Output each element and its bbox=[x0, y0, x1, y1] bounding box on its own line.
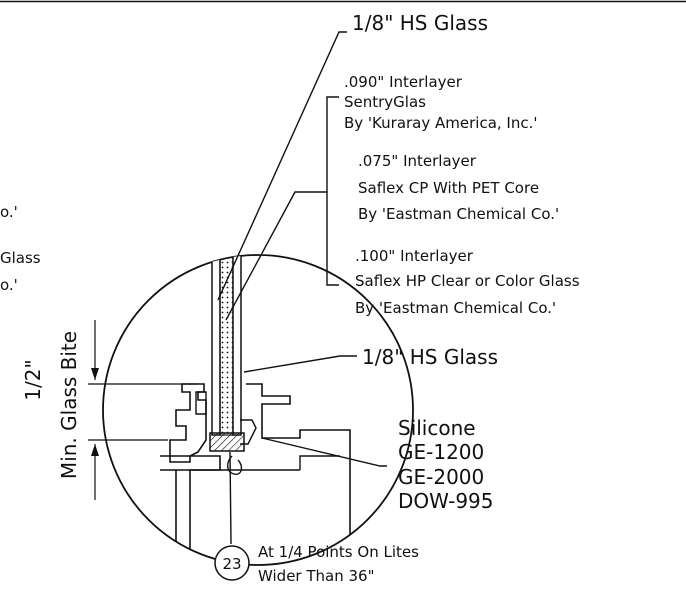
interlayer-2-maker: By 'Eastman Chemical Co.' bbox=[358, 205, 559, 223]
glazing-stop bbox=[169, 383, 207, 463]
interlayer-1-maker: By 'Kuraray America, Inc.' bbox=[344, 114, 538, 132]
callout-line-2: Wider Than 36" bbox=[258, 567, 374, 585]
interlayer-2-product: Saflex CP With PET Core bbox=[358, 179, 539, 197]
leader-interlayer bbox=[225, 191, 327, 321]
weep-hook bbox=[227, 455, 243, 475]
callout-number: 23 bbox=[222, 555, 241, 573]
interlayer-1-thickness: .090" Interlayer bbox=[344, 73, 463, 91]
interlayer-3-product: Saflex HP Clear or Color Glass bbox=[355, 272, 580, 290]
wedge-gasket bbox=[240, 419, 257, 445]
inner-glass-ply bbox=[232, 255, 242, 436]
outer-glass-ply bbox=[211, 255, 221, 436]
interlayer-2-thickness: .075" Interlayer bbox=[358, 152, 477, 170]
silicone-title: Silicone bbox=[398, 416, 476, 440]
leader-callout bbox=[229, 451, 232, 545]
interlayer-bracket bbox=[326, 96, 339, 286]
setting-block bbox=[209, 432, 245, 452]
glazing-assembly bbox=[160, 255, 351, 565]
left-cutoff-3: o.' bbox=[0, 276, 18, 294]
gasket bbox=[195, 391, 207, 415]
bite-value: 1/2" bbox=[21, 359, 45, 400]
bite-label: Min. Glass Bite bbox=[57, 331, 81, 479]
leader-bottom-glass bbox=[243, 355, 357, 373]
silicone-item-3: DOW-995 bbox=[398, 489, 494, 513]
frame-sill bbox=[160, 455, 221, 565]
interlayer-1-product: SentryGlas bbox=[344, 93, 426, 111]
callout-line-1: At 1/4 Points On Lites bbox=[258, 543, 419, 561]
interlayer bbox=[219, 255, 234, 436]
glass-top-label: 1/8" HS Glass bbox=[352, 11, 488, 35]
bite-dimension bbox=[88, 320, 198, 500]
frame-base bbox=[160, 455, 340, 471]
glass-bottom-label: 1/8" HS Glass bbox=[362, 345, 498, 369]
silicone-item-1: GE-1200 bbox=[398, 440, 484, 464]
left-cutoff-1: o.' bbox=[0, 203, 18, 221]
frame-right bbox=[246, 383, 351, 565]
callout-circle bbox=[214, 545, 250, 581]
leader-top-glass bbox=[217, 31, 347, 301]
leader-silicone bbox=[261, 437, 387, 467]
left-cutoff-2: Glass bbox=[0, 249, 41, 267]
detail-circle bbox=[102, 254, 414, 566]
silicone-item-2: GE-2000 bbox=[398, 465, 484, 489]
interlayer-3-maker: By 'Eastman Chemical Co.' bbox=[355, 299, 556, 317]
interlayer-3-thickness: .100" Interlayer bbox=[355, 247, 474, 265]
